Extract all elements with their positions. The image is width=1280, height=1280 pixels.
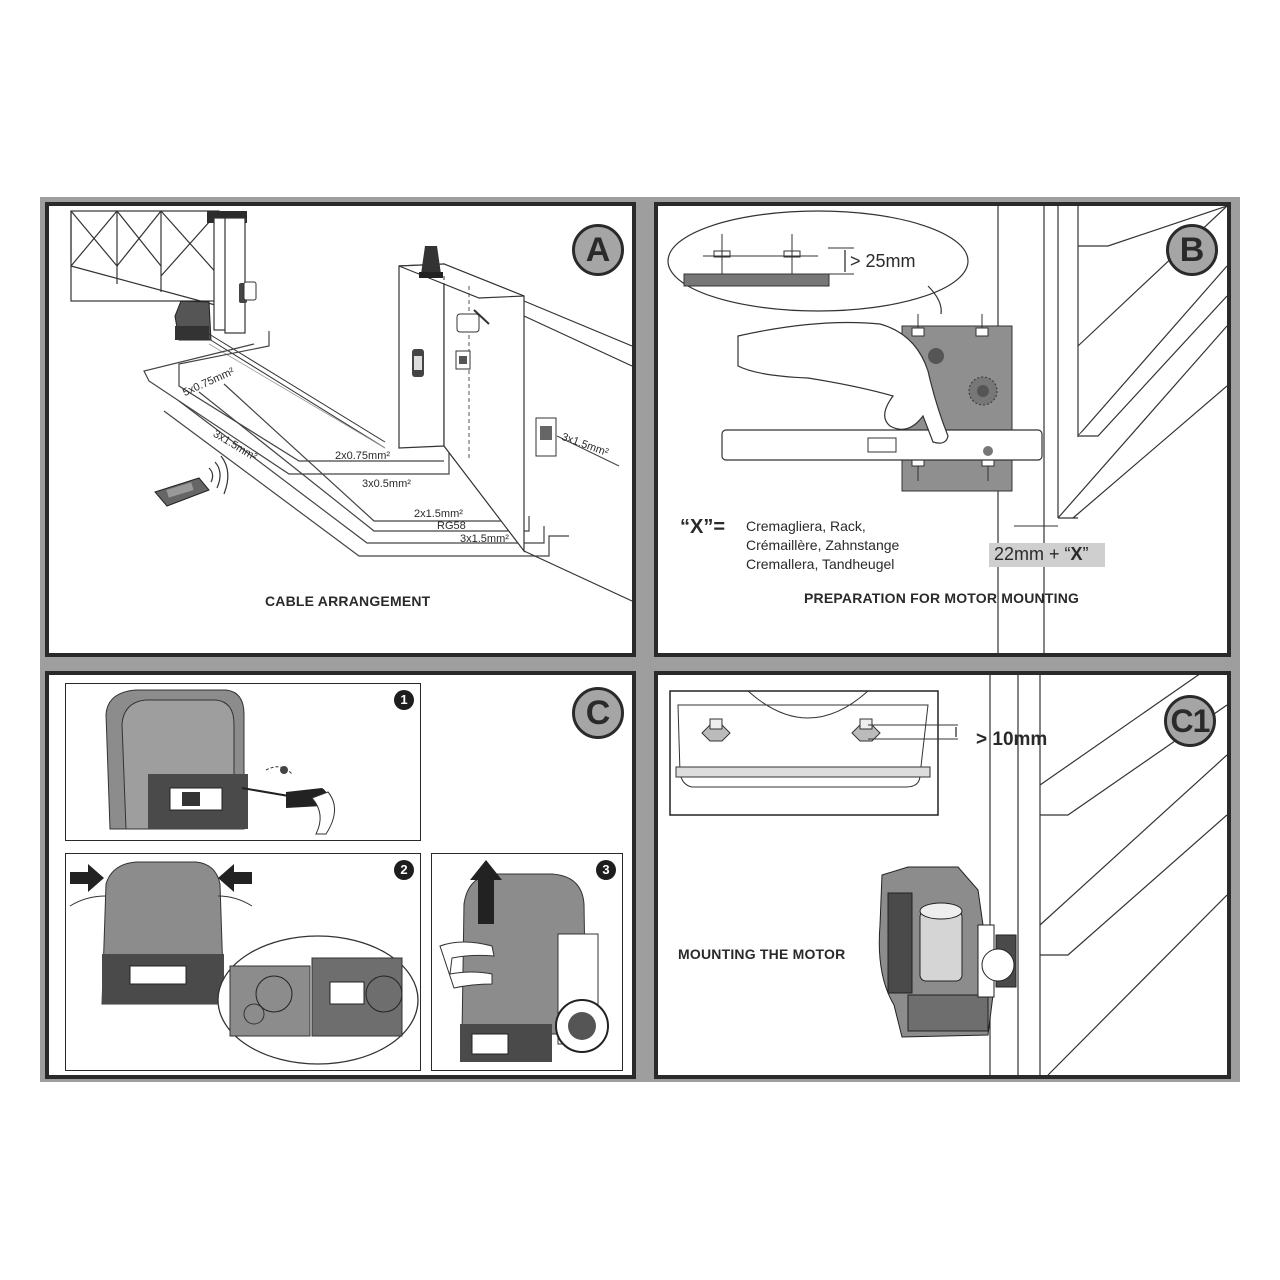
panel-badge-a: A [572,224,624,276]
dimension-22mm-prefix: 22mm + “ [994,544,1071,564]
step-badge-3: 3 [596,860,616,880]
cable-arrangement-drawing [70,210,632,602]
motor-mounting-drawing [669,675,1227,1075]
x-definition-line-1: Cremagliera, Rack, [746,518,866,534]
step-1-drawing [105,689,335,835]
panel-caption-b: PREPARATION FOR MOTOR MOUNTING [804,590,1080,606]
panel-cover-removal: C 1 [45,671,636,1079]
step-badge-1: 1 [394,690,414,710]
panel-badge-b: B [1166,224,1218,276]
step-2-frame: 2 [65,853,421,1071]
step-2-drawing [69,861,419,1065]
step-1-frame: 1 [65,683,421,841]
instruction-sheet: A 5x0.75mm² 3x1.5mm² 2x0.75mm² 3x0.5mm² … [40,197,1240,1082]
panel-badge-c: C [572,687,624,739]
x-symbol: “X”= [680,516,726,538]
panel-caption-a: CABLE ARRANGEMENT [265,593,431,609]
mounting-preparation-drawing [667,206,1227,653]
x-definition-line-2: Crémaillère, Zahnstange [746,537,900,553]
step-3-drawing [439,860,609,1062]
dimension-22mm-plus-x: 22mm + “X” [994,544,1089,565]
dimension-22mm-suffix: ” [1082,544,1089,564]
cable-label-3x05: 3x0.5mm² [362,478,411,490]
panel-cable-arrangement: A 5x0.75mm² 3x1.5mm² 2x0.75mm² 3x0.5mm² … [45,202,636,657]
panel-caption-c1: MOUNTING THE MOTOR [678,946,846,962]
cable-label-3x15-bottom: 3x1.5mm² [460,533,509,545]
step-badge-2: 2 [394,860,414,880]
dimension-min-25mm: > 25mm [850,251,916,271]
cable-label-2x15: 2x1.5mm² [414,508,463,520]
dimension-min-10mm: > 10mm [976,729,1048,750]
dimension-x-letter: X [1070,544,1083,564]
step-3-frame: 3 [431,853,623,1071]
cable-label-2x075: 2x0.75mm² [335,450,391,462]
cable-label-rg58: RG58 [437,520,466,532]
x-definition-line-3: Cremallera, Tandheugel [746,556,895,572]
panel-mounting-motor: C1 > 10mm MOUNTING THE MOTOR [654,671,1231,1079]
panel-badge-c1: C1 [1164,695,1216,747]
panel-motor-mounting-preparation: B > 25mm “X”= Cremagliera, Rack, Crémail… [654,202,1231,657]
